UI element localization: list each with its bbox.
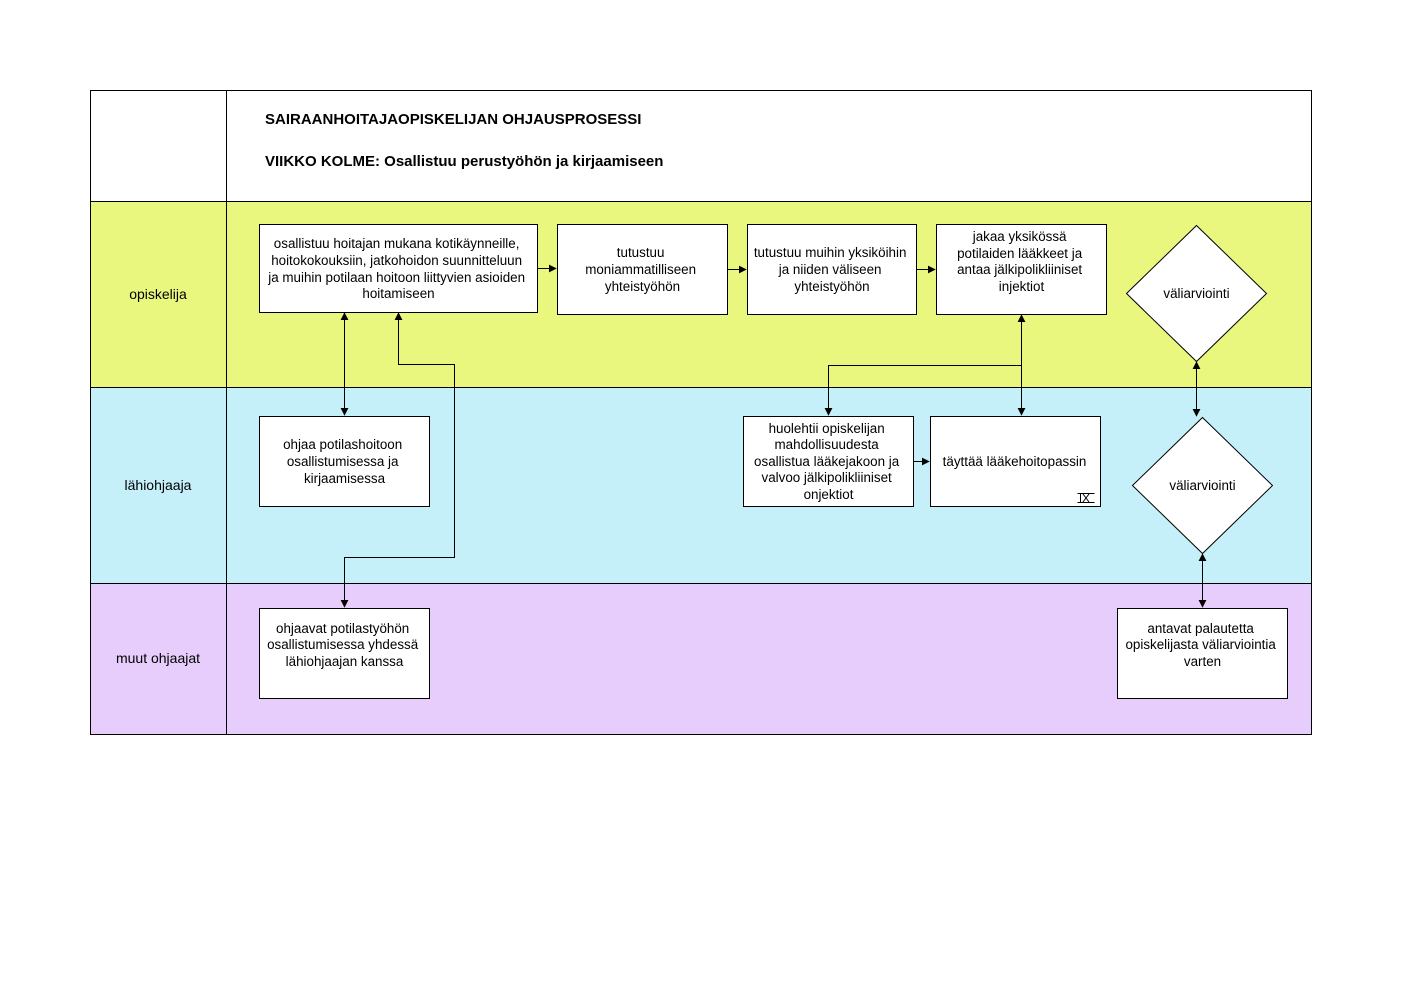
node-valiarviointi-1: väliarviointi <box>1125 224 1268 363</box>
connector-jakaa-huolehtii <box>824 365 1022 416</box>
pool-border <box>90 90 1312 735</box>
node-text-line: tutustuu muihin yksiköihin <box>754 245 907 260</box>
node-text-line: ohjaavat potilastyöhön <box>276 621 409 636</box>
node-jakaa: jakaa yksikössä potilaiden lääkkeet ja a… <box>936 224 1107 315</box>
node-ohjaa-box <box>259 416 430 507</box>
node-tutustuu-moniammatilliseen-box <box>557 224 728 315</box>
node-text-line: lähiohjaajan kanssa <box>286 654 404 669</box>
node-osallistuu-box <box>259 224 538 313</box>
node-jakaa-box <box>936 224 1107 315</box>
node-text-line: ja muihin potilaan hoitoon liittyvien as… <box>267 270 525 285</box>
node-text-line: opiskelijasta väliarviointia <box>1125 637 1276 652</box>
node-tutustuu-yksikoihin-box <box>747 224 917 315</box>
node-text-line: ohjaa potilashoitoon <box>283 437 402 452</box>
node-text-line: hoitokokouksiin, jatkohoidon suunnittelu… <box>271 253 522 268</box>
node-text-line: yhteistyöhön <box>794 279 869 294</box>
lane-opiskelija-label: opiskelija <box>129 286 187 302</box>
node-text-line: väliarviointi <box>1163 286 1229 301</box>
node-text-line: injektiot <box>999 279 1045 294</box>
node-text-line: antaa jälkipolikliiniset <box>957 262 1082 277</box>
node-valiarviointi-1-text: väliarviointi <box>1163 286 1229 301</box>
node-huolehtii-text: huolehtii opiskelijan mahdollisuudesta o… <box>754 421 903 502</box>
node-text-line: väliarviointi <box>1169 478 1235 493</box>
node-osallistuu-text: osallistuu hoitajan mukana kotikäynneill… <box>267 236 529 301</box>
node-tayttaa-box <box>930 416 1101 507</box>
node-valiarviointi-2: väliarviointi <box>1131 416 1274 555</box>
node-antavat-text: antavat palautetta opiskelijasta väliarv… <box>1125 621 1279 669</box>
diagram-title: SAIRAANHOITAJAOPISKELIJAN OHJAUSPROSESSI <box>265 111 641 128</box>
diagram-subtitle: VIIKKO KOLME: Osallistuu perustyöhön ja … <box>265 153 663 170</box>
node-tutustuu-moniammatilliseen-text: tutustuu moniammatilliseen yhteistyöhön <box>585 245 700 294</box>
node-text-line: tutustuu <box>617 245 665 260</box>
node-tutustuu-moniammatilliseen: tutustuu moniammatilliseen yhteistyöhön <box>557 224 728 315</box>
node-text-line: osallistua lääkejakoon ja <box>754 454 900 469</box>
node-tayttaa: täyttää lääkehoitopassin <box>930 416 1101 507</box>
node-text-line: varten <box>1184 654 1221 669</box>
node-text-line: osallistumisessa yhdessä <box>267 637 419 652</box>
node-tayttaa-text: täyttää lääkehoitopassin <box>943 454 1087 469</box>
connectors <box>340 264 1207 608</box>
node-ohjaavat-box <box>259 608 430 699</box>
node-text-line: ja niiden väliseen <box>778 262 882 277</box>
pool-frame <box>90 90 1312 735</box>
node-text-line: kirjaamisessa <box>304 471 386 486</box>
node-antavat: antavat palautetta opiskelijasta väliarv… <box>1117 608 1288 699</box>
node-text-line: yhteistyöhön <box>605 279 680 294</box>
node-huolehtii-box <box>743 416 914 507</box>
node-text-line: mahdollisuudesta <box>775 437 880 452</box>
connector-osallistuu-ohjaavat <box>340 312 455 608</box>
node-tutustuu-yksikoihin-text: tutustuu muihin yksiköihin ja niiden väl… <box>754 245 910 294</box>
node-text-line: antavat palautetta <box>1147 621 1254 636</box>
node-text-line: hoitamiseen <box>362 286 434 301</box>
node-text-line: osallistumisessa ja <box>287 454 399 469</box>
node-tutustuu-yksikoihin: tutustuu muihin yksiköihin ja niiden väl… <box>747 224 917 315</box>
node-text-line: osallistuu hoitajan mukana kotikäynneill… <box>274 236 520 251</box>
node-ohjaavat: ohjaavat potilastyöhön osallistumisessa … <box>259 608 430 699</box>
header-band <box>90 90 1312 202</box>
node-text-line: valvoo jälkipolikliiniset <box>762 470 893 485</box>
node-ohjaa-text: ohjaa potilashoitoon osallistumisessa ja… <box>283 437 406 486</box>
node-antavat-box <box>1117 608 1288 699</box>
lane-muut-ohjaajat-label: muut ohjaajat <box>116 650 200 666</box>
node-text-line: jakaa yksikössä <box>972 229 1067 244</box>
node-text-line: moniammatilliseen <box>585 262 696 277</box>
subprocess-icon <box>1077 493 1095 503</box>
node-huolehtii: huolehtii opiskelijan mahdollisuudesta o… <box>743 416 914 507</box>
node-ohjaavat-text: ohjaavat potilastyöhön osallistumisessa … <box>267 621 422 669</box>
node-text-line: täyttää lääkehoitopassin <box>943 454 1087 469</box>
node-text-line: potilaiden lääkkeet ja <box>957 246 1083 261</box>
decision-diamond-1 <box>1125 224 1268 363</box>
decision-diamond-2 <box>1131 416 1274 555</box>
node-valiarviointi-2-text: väliarviointi <box>1169 478 1235 493</box>
node-ohjaa: ohjaa potilashoitoon osallistumisessa ja… <box>259 416 430 507</box>
lane-lahiohjaaja-label: lähiohjaaja <box>125 477 192 493</box>
node-jakaa-text: jakaa yksikössä potilaiden lääkkeet ja a… <box>957 229 1086 294</box>
node-text-line: huolehtii opiskelijan <box>769 421 885 436</box>
node-osallistuu: osallistuu hoitajan mukana kotikäynneill… <box>259 224 538 313</box>
node-text-line: onjektiot <box>804 487 854 502</box>
